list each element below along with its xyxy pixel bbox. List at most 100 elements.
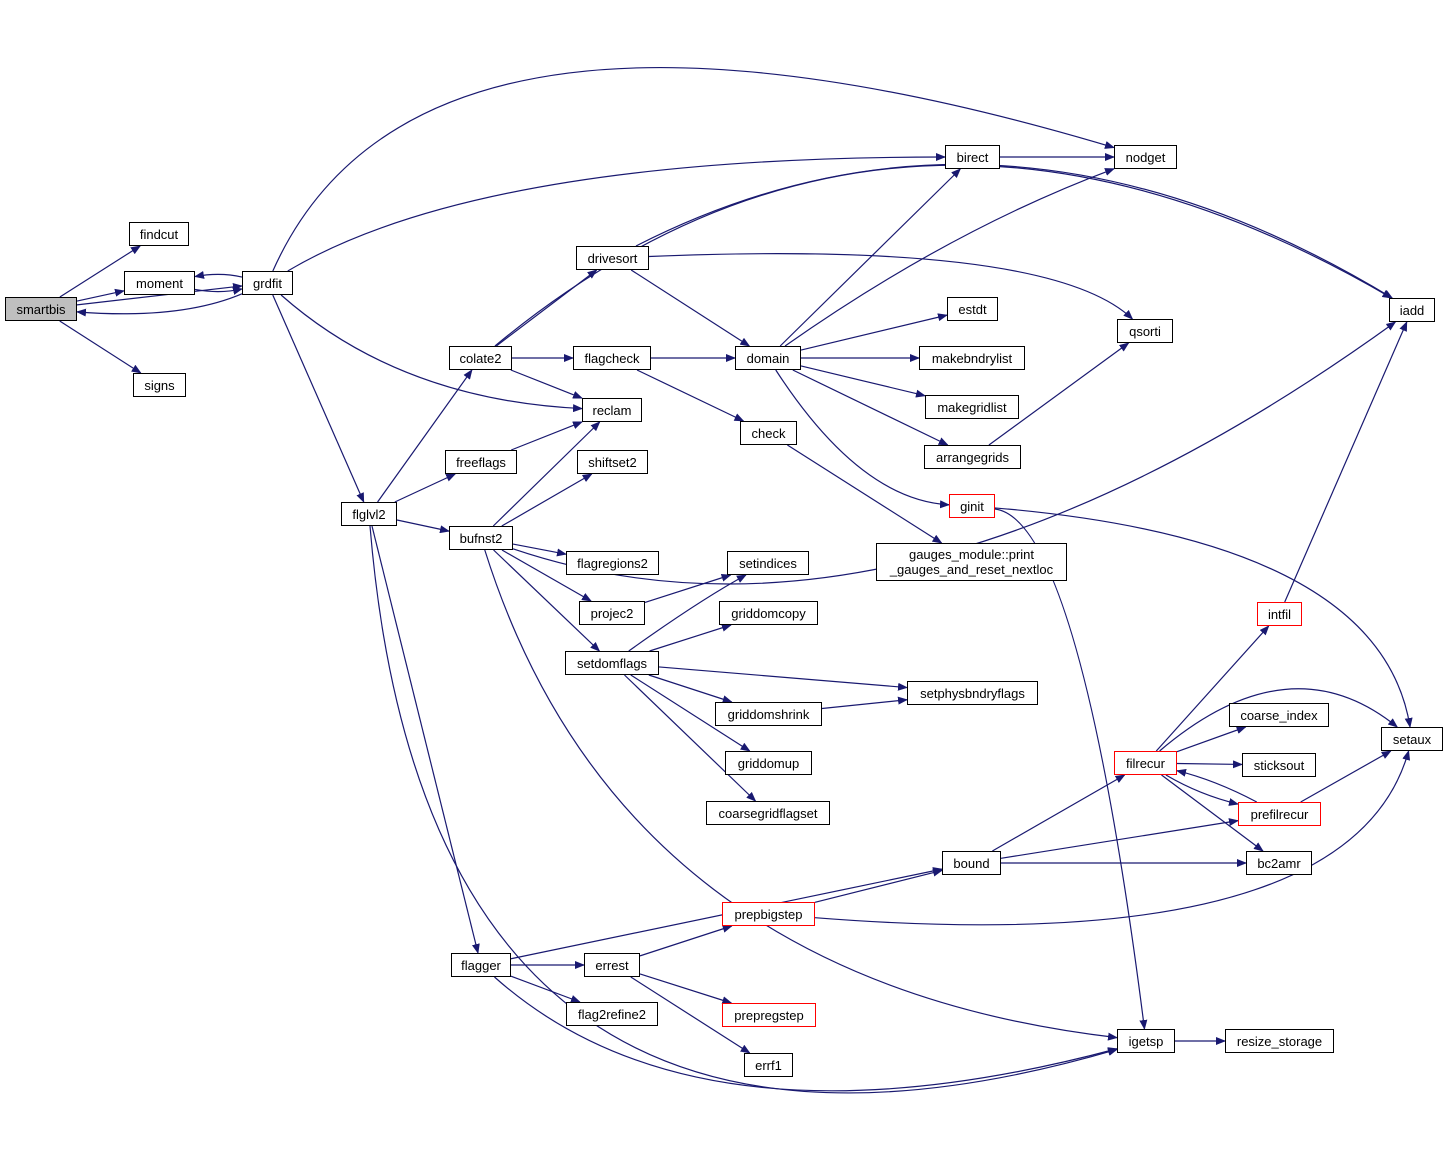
node-projec2[interactable]: projec2 xyxy=(579,601,645,625)
node-setaux[interactable]: setaux xyxy=(1381,727,1443,751)
edge-setdomflags-to-griddomshrink xyxy=(648,674,733,704)
edge-projec2-to-setindices xyxy=(644,573,732,603)
edge-filrecur-to-setaux xyxy=(1159,688,1398,752)
node-griddomshrink[interactable]: griddomshrink xyxy=(715,702,822,726)
node-igetsp[interactable]: igetsp xyxy=(1117,1029,1175,1053)
node-flagcheck[interactable]: flagcheck xyxy=(573,346,651,370)
node-flagger[interactable]: flagger xyxy=(451,953,511,977)
node-flag2refine2[interactable]: flag2refine2 xyxy=(566,1002,658,1026)
node-intfil[interactable]: intfil xyxy=(1257,602,1302,626)
node-filrecur[interactable]: filrecur xyxy=(1114,751,1177,775)
edge-griddomshrink-to-setphysbndryflags xyxy=(821,696,908,710)
edge-domain-to-makegridlist xyxy=(800,365,926,398)
edge-drivesort-to-iadd xyxy=(635,163,1394,299)
edge-colate2-to-reclam xyxy=(510,369,583,399)
node-setindices[interactable]: setindices xyxy=(727,551,809,575)
edge-filrecur-to-coarse_index xyxy=(1176,726,1247,753)
node-smartbis[interactable]: smartbis xyxy=(5,297,77,321)
node-birect[interactable]: birect xyxy=(945,145,1000,169)
edge-filrecur-to-intfil xyxy=(1155,625,1270,752)
node-coarse-index[interactable]: coarse_index xyxy=(1229,703,1329,727)
edge-prefilrecur-to-setaux xyxy=(1300,750,1392,803)
node-shiftset2[interactable]: shiftset2 xyxy=(577,450,648,474)
node-bound[interactable]: bound xyxy=(942,851,1001,875)
node-freeflags[interactable]: freeflags xyxy=(445,450,517,474)
node-griddomup[interactable]: griddomup xyxy=(725,751,812,775)
edge-flglvl2-to-colate2 xyxy=(377,369,473,503)
node-makebndrylist[interactable]: makebndrylist xyxy=(919,346,1025,370)
edge-flagger-to-igetsp xyxy=(494,976,1118,1092)
edge-freeflags-to-reclam xyxy=(511,421,583,451)
node-bufnst2[interactable]: bufnst2 xyxy=(449,526,513,550)
edge-drivesort-to-qsorti xyxy=(648,253,1134,320)
edge-intfil-to-iadd xyxy=(1284,321,1408,603)
edge-bound-to-prefilrecur xyxy=(1000,818,1239,859)
node-check[interactable]: check xyxy=(740,421,797,445)
edge-moment-to-grdfit xyxy=(194,287,243,295)
node-nodget[interactable]: nodget xyxy=(1114,145,1177,169)
edge-bound-to-filrecur xyxy=(992,774,1126,852)
node-errf1[interactable]: errf1 xyxy=(744,1053,793,1077)
edge-grdfit-to-reclam xyxy=(280,294,583,413)
node-prepbigstep[interactable]: prepbigstep xyxy=(722,902,815,926)
node-flglvl2[interactable]: flglvl2 xyxy=(341,502,397,526)
edge-bufnst2-to-projec2 xyxy=(501,549,592,602)
node-estdt[interactable]: estdt xyxy=(947,297,998,321)
edge-prepbigstep-to-bound xyxy=(814,868,943,903)
edge-flagger-to-flag2refine2 xyxy=(510,975,581,1003)
node-prefilrecur[interactable]: prefilrecur xyxy=(1238,802,1321,826)
edge-filrecur-to-sticksout xyxy=(1176,760,1243,769)
edge-domain-to-arrangegrids xyxy=(792,369,949,446)
edge-bufnst2-to-igetsp xyxy=(484,549,1118,1041)
edge-prepbigstep-to-setaux xyxy=(814,750,1411,926)
node-coarsegridflagset[interactable]: coarsegridflagset xyxy=(706,801,830,825)
node-setphysbndryflags[interactable]: setphysbndryflags xyxy=(907,681,1038,705)
edge-smartbis-to-signs xyxy=(59,320,142,374)
edge-bufnst2-to-setdomflags xyxy=(493,549,601,652)
node-qsorti[interactable]: qsorti xyxy=(1117,319,1173,343)
node-gauges[interactable]: gauges_module::print _gauges_and_reset_n… xyxy=(876,543,1067,581)
edge-errest-to-errf1 xyxy=(630,976,751,1054)
edge-smartbis-to-findcut xyxy=(59,245,141,298)
node-prepregstep[interactable]: prepregstep xyxy=(722,1003,816,1027)
edge-flglvl2-to-bufnst2 xyxy=(396,519,450,534)
edge-flglvl2-to-freeflags xyxy=(394,473,457,503)
node-griddomcopy[interactable]: griddomcopy xyxy=(719,601,818,625)
node-moment[interactable]: moment xyxy=(124,271,195,295)
edge-errest-to-prepbigstep xyxy=(639,924,733,957)
edge-errest-to-prepregstep xyxy=(639,973,733,1005)
edge-bufnst2-to-shiftset2 xyxy=(501,473,593,527)
node-sticksout[interactable]: sticksout xyxy=(1242,753,1316,777)
edge-grdfit-to-nodget xyxy=(272,67,1115,272)
node-colate2[interactable]: colate2 xyxy=(449,346,512,370)
edge-check-to-gauges xyxy=(787,444,943,544)
edge-arrangegrids-to-qsorti xyxy=(988,342,1130,446)
edge-prefilrecur-to-filrecur xyxy=(1176,768,1258,803)
edge-drivesort-to-domain xyxy=(630,269,751,347)
node-grdfit[interactable]: grdfit xyxy=(242,271,293,295)
edge-setdomflags-to-setindices xyxy=(628,574,747,652)
node-domain[interactable]: domain xyxy=(735,346,801,370)
edge-grdfit-to-moment xyxy=(194,271,243,279)
node-setdomflags[interactable]: setdomflags xyxy=(565,651,659,675)
edge-domain-to-ginit xyxy=(775,369,950,509)
node-drivesort[interactable]: drivesort xyxy=(576,246,649,270)
node-findcut[interactable]: findcut xyxy=(129,222,189,246)
edge-setdomflags-to-coarsegridflagset xyxy=(624,674,757,802)
node-iadd[interactable]: iadd xyxy=(1389,298,1435,322)
edge-bufnst2-to-flagregions2 xyxy=(512,543,567,557)
node-flagregions2[interactable]: flagregions2 xyxy=(566,551,659,575)
node-reclam[interactable]: reclam xyxy=(582,398,642,422)
edge-filrecur-to-bc2amr xyxy=(1161,774,1264,852)
node-errest[interactable]: errest xyxy=(584,953,640,977)
node-ginit[interactable]: ginit xyxy=(949,494,995,518)
edge-domain-to-birect xyxy=(779,168,962,347)
edge-bufnst2-to-reclam xyxy=(492,421,601,527)
node-makegridlist[interactable]: makegridlist xyxy=(925,395,1019,419)
edge-domain-to-estdt xyxy=(800,313,948,351)
node-bc2amr[interactable]: bc2amr xyxy=(1246,851,1312,875)
node-resize-storage[interactable]: resize_storage xyxy=(1225,1029,1334,1053)
node-arrangegrids[interactable]: arrangegrids xyxy=(924,445,1021,469)
node-signs[interactable]: signs xyxy=(133,373,186,397)
